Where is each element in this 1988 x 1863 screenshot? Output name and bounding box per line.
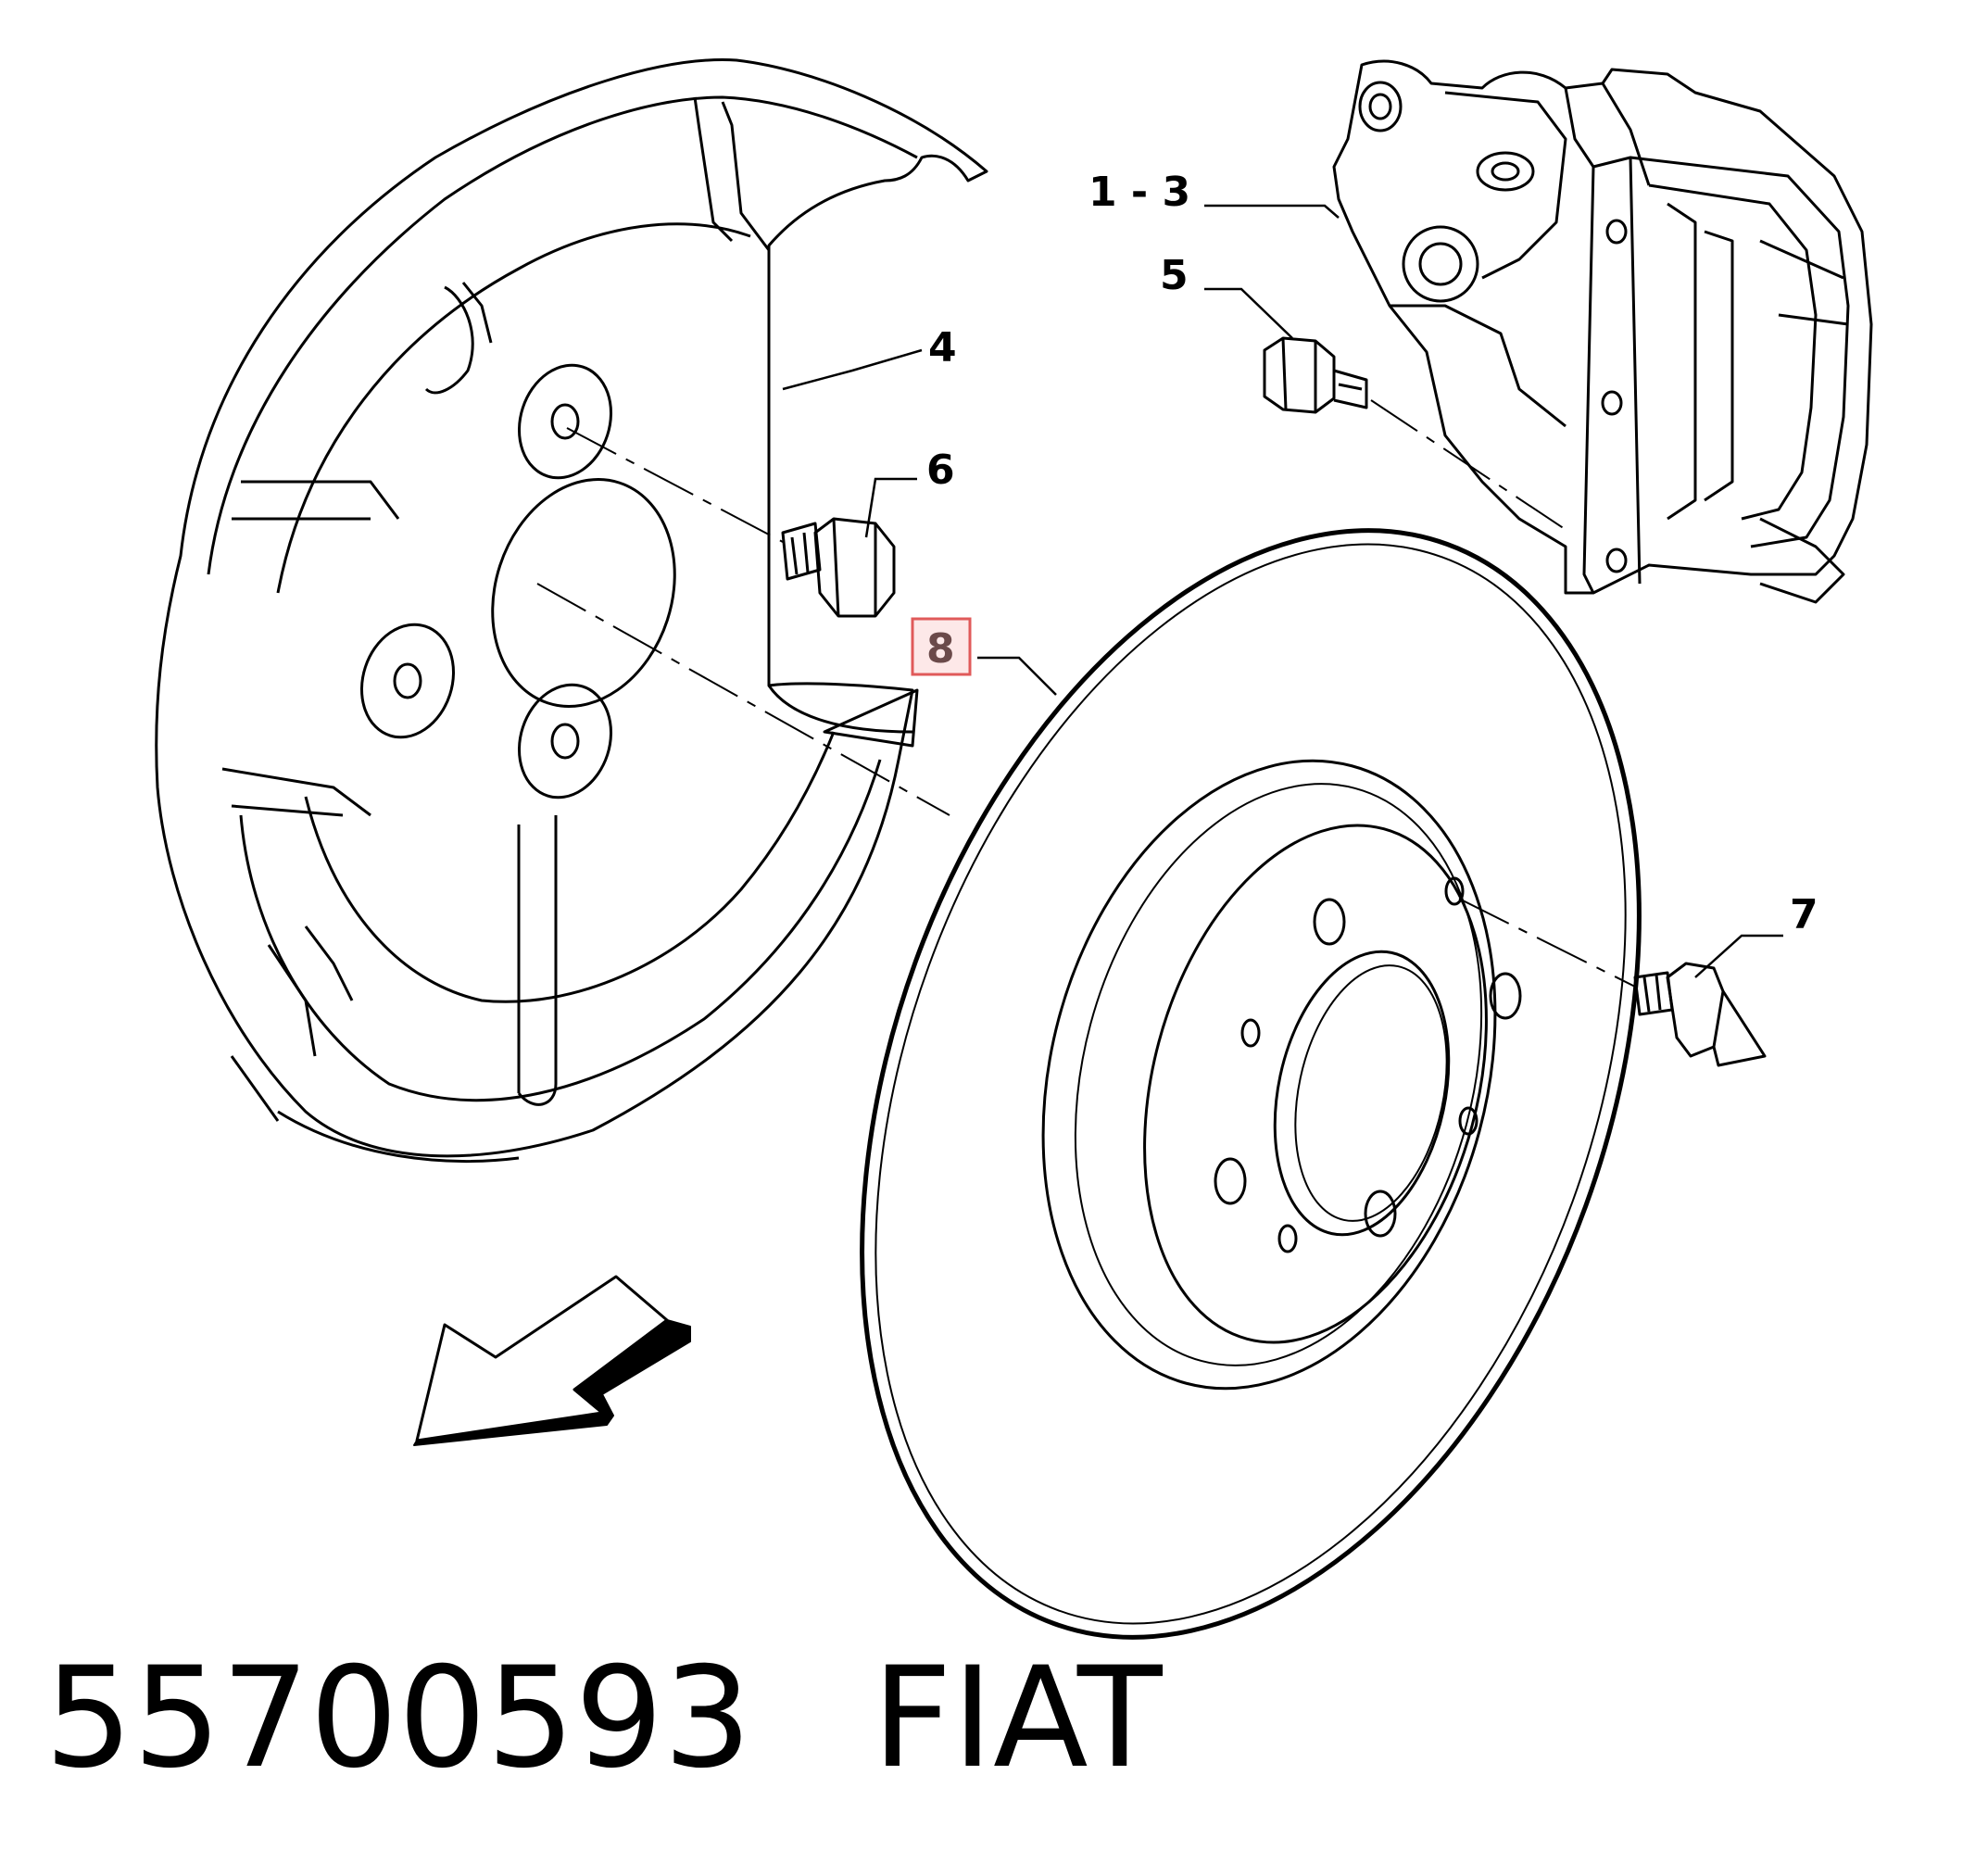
brake-disc <box>860 528 1642 1640</box>
footer-caption: 55700593 FIAT <box>44 1640 1163 1797</box>
callout-1-3: 1 - 3 <box>1088 169 1190 216</box>
callout-7: 7 <box>1790 891 1818 938</box>
callout-6: 6 <box>926 447 955 494</box>
callout-4: 4 <box>928 324 957 371</box>
stud-7 <box>1633 962 1767 1067</box>
callout-5: 5 <box>1160 252 1189 299</box>
bolt-6 <box>781 517 896 618</box>
bolt-5 <box>1263 336 1368 414</box>
callout-8: 8 <box>926 625 955 673</box>
direction-arrow <box>413 1275 691 1446</box>
assembly-lines <box>536 399 1636 988</box>
dust-shield <box>155 58 988 1163</box>
highlight-box <box>911 617 972 676</box>
brand-name: FIAT <box>872 1638 1163 1799</box>
part-number: 55700593 <box>44 1638 752 1799</box>
leader-lines <box>782 204 1783 978</box>
callout-8-highlight: 8 <box>911 617 972 676</box>
brake-caliper <box>1332 59 1873 604</box>
